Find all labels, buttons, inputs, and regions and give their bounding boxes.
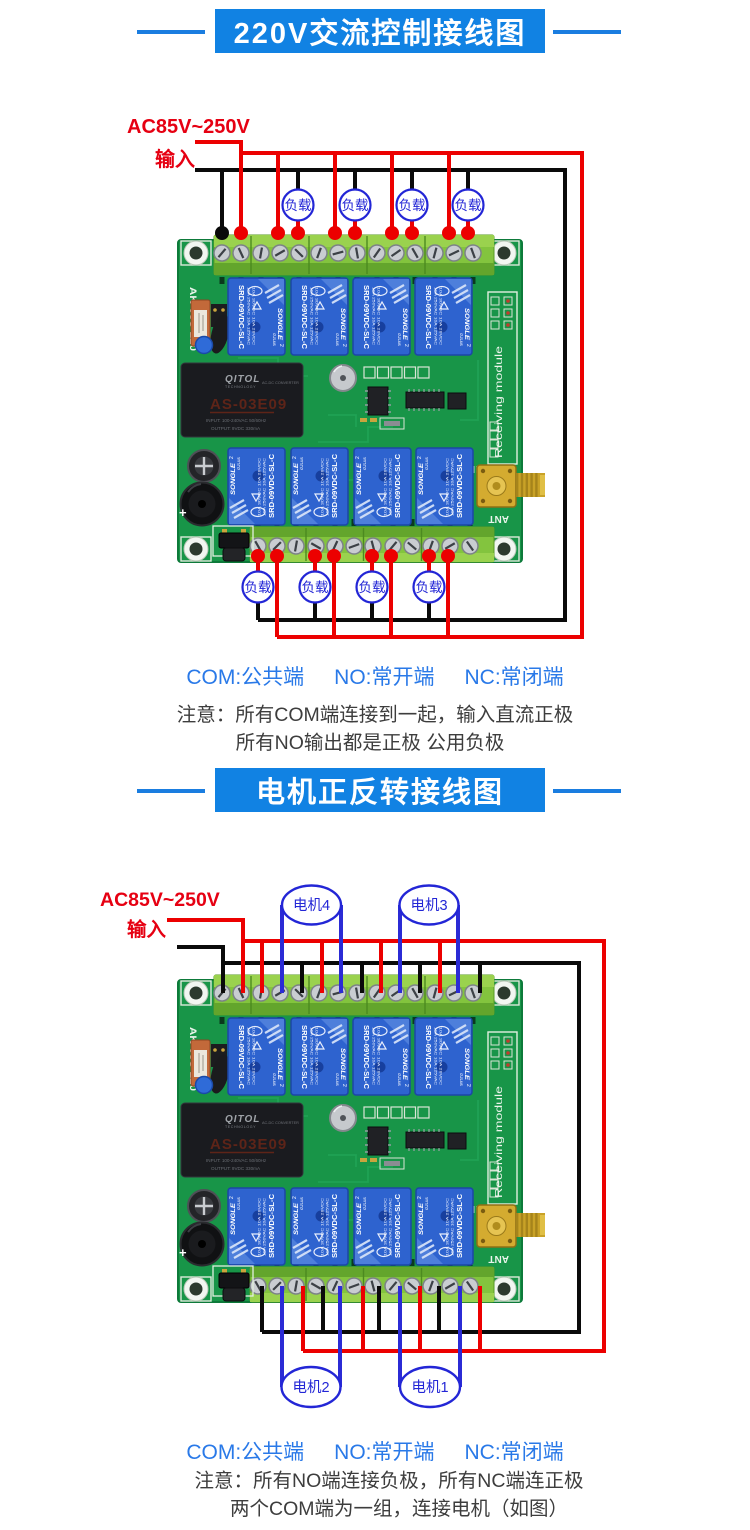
motor3-label: 电机3 — [410, 897, 447, 914]
load-label: 负载 — [359, 580, 386, 595]
board-instance-1 — [178, 235, 545, 562]
wiring-diagram-motor: 电机4 电机3 电机2 电机1 AC85V~250V 输入 — [100, 884, 606, 1409]
neutral-wire-black — [195, 168, 567, 622]
note2-line1: 注意：所有NO端连接负极，所有NC端连正极 — [194, 1470, 584, 1492]
ac-input-label: AC85V~250V — [127, 116, 251, 138]
motor2-label: 电机2 — [292, 1379, 329, 1396]
legend-no: NO:常开端 — [334, 1441, 435, 1464]
legend-no: NO:常开端 — [334, 666, 435, 689]
terminal-dots — [215, 226, 475, 563]
wiring-diagram-220v: SRD-09VDC-SL-C 10A 250VAC 10A 125VAC 10A… — [127, 116, 584, 639]
load-label: 负载 — [399, 198, 426, 213]
banner2-right-dash — [553, 789, 621, 793]
load-label: 负载 — [302, 580, 329, 595]
ac-input-label: AC85V~250V — [100, 889, 220, 911]
banner1-text: 220V交流控制接线图 — [233, 18, 527, 50]
load-circles-bottom: 负载 负载 负载 负载 — [241, 570, 446, 604]
note1-line1: 注意：所有COM端连接到一起，输入直流正极 — [176, 704, 574, 726]
banner1-left-dash — [137, 30, 205, 34]
legend-nc: NC:常闭端 — [464, 666, 564, 689]
load-label: 负载 — [455, 198, 482, 213]
load-label: 负载 — [416, 580, 443, 595]
note2-line2: 两个COM端为一组，连接电机（如图） — [230, 1498, 568, 1520]
input-label: 输入 — [127, 918, 167, 941]
terminal-legend-1: COM:公共端 NO:常开端 NC:常闭端 — [0, 661, 750, 691]
note1-line2: 所有NO输出都是正极 公用负极 — [235, 732, 505, 754]
load-label: 负载 — [342, 198, 369, 213]
banner2-left-dash — [137, 789, 205, 793]
legend-nc: NC:常闭端 — [464, 1441, 564, 1464]
banner1-right-dash — [553, 30, 621, 34]
banner1-title: 220V交流控制接线图 — [215, 9, 545, 53]
motor4-label: 电机4 — [293, 897, 330, 914]
neutral-wire-black — [177, 945, 581, 1334]
motor1-label: 电机1 — [411, 1379, 448, 1396]
load-label: 负载 — [245, 580, 272, 595]
motor-wire-blue — [280, 905, 462, 1387]
board-instance-2 — [178, 975, 545, 1302]
legend-com: COM:公共端 — [186, 666, 305, 689]
load-circles-top: 负载 负载 负载 负载 — [281, 188, 485, 222]
motor-ellipses: 电机4 电机3 电机2 电机1 — [280, 884, 462, 1409]
live-wire-red — [167, 918, 606, 1353]
input-label: 输入 — [155, 147, 195, 171]
banner2-text: 电机正反转接线图 — [255, 777, 504, 809]
terminal-legend-2: COM:公共端 NO:常开端 NC:常闭端 — [0, 1436, 750, 1466]
load-label: 负载 — [285, 198, 312, 213]
banner2-title: 电机正反转接线图 — [215, 768, 545, 812]
legend-com: COM:公共端 — [186, 1441, 305, 1464]
